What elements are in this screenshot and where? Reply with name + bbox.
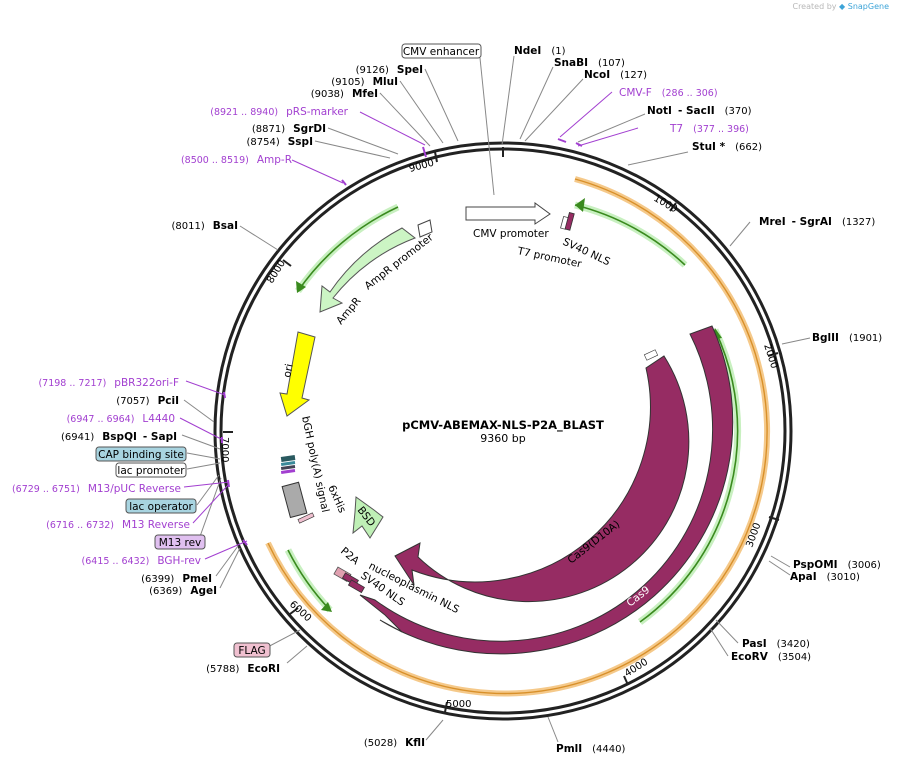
primer-amp-r[interactable]: (8500 .. 8519)Amp-R [181, 154, 292, 166]
ampr-promoter-arrow[interactable] [417, 219, 433, 238]
site-snabi[interactable]: SnaBI(107) [554, 57, 625, 69]
cap-binding-site-box[interactable] [95, 446, 187, 462]
plasmid-length: 9360 bp [480, 432, 525, 445]
nucleoplasmin-box [347, 579, 365, 594]
flag-box[interactable] [233, 642, 271, 658]
primer-bgh-rev[interactable]: (6415 .. 6432)BGH-rev [82, 555, 201, 567]
p2a-label: P2A [338, 545, 362, 568]
site-pmli[interactable]: PmlI(4440) [556, 743, 626, 755]
cmv-promoter-arrow[interactable] [465, 202, 551, 225]
site-spei[interactable]: (9126)SpeI [356, 64, 423, 76]
site-agei[interactable]: (6369)AgeI [149, 585, 217, 597]
lac-operator-mini [280, 465, 296, 470]
bsd-arrow[interactable] [352, 496, 384, 539]
lac-operator-label: lac operator [129, 501, 193, 513]
orf-arc-green-right-line [639, 329, 739, 623]
primer-leaders [179, 91, 639, 560]
site-pasi[interactable]: PasI(3420) [742, 638, 810, 650]
orf-arc-green-top-line [574, 204, 686, 266]
backbone-ticks [223, 147, 780, 713]
site-noti-sacii[interactable]: NotI- SacII(370) [647, 105, 752, 117]
site-bglii[interactable]: BglII(1901) [812, 332, 882, 344]
site-pspomi[interactable]: PspOMI(3006) [793, 559, 881, 571]
orf-arc-green-left-line [297, 206, 399, 292]
cas9-d10a-marker [643, 349, 659, 361]
primer-m13-reverse[interactable]: (6716 .. 6732)M13 Reverse [46, 519, 190, 531]
primer-prs-marker[interactable]: (8921 .. 8940)pRS-marker [210, 106, 348, 118]
primer-marks [221, 138, 583, 546]
ori-arrow[interactable] [279, 331, 316, 417]
cap-binding-mini [280, 461, 296, 466]
flag-mini [297, 512, 315, 524]
site-mlui[interactable]: (9105)MluI [331, 76, 398, 88]
primer-cmv-f[interactable]: CMV-F(286 .. 306) [619, 87, 718, 99]
tick-5000: 5000 [446, 699, 471, 710]
tick-7000: 7000 [219, 437, 230, 462]
site-kfli[interactable]: (5028)KflI [364, 737, 425, 749]
site-ndei[interactable]: NdeI(1) [514, 45, 566, 57]
lac-promoter-label: lac promoter [117, 465, 185, 477]
site-mfei[interactable]: (9038)MfeI [311, 88, 378, 100]
site-bsai[interactable]: (8011)BsaI [171, 220, 238, 232]
his6-box [281, 481, 308, 519]
orf-arrow-green-left [296, 281, 306, 293]
cmv-promoter-label: CMV promoter [473, 228, 549, 240]
tick-9000: 9000 [408, 158, 435, 175]
site-sgrdi[interactable]: (8871)SgrDI [252, 123, 326, 135]
sv40-nls-box-top [564, 212, 575, 231]
site-pcii[interactable]: (7057)PciI [116, 395, 179, 407]
watermark-brand: SnapGene [847, 2, 889, 11]
site-apai[interactable]: ApaI(3010) [790, 571, 860, 583]
primer-m13-puc-reverse[interactable]: (6729 .. 6751)M13/pUC Reverse [12, 483, 181, 495]
m13-rev-box[interactable] [154, 534, 206, 550]
ori-label: ori [281, 363, 296, 379]
primer-t7[interactable]: T7(377 .. 396) [669, 123, 749, 135]
primer-l4440[interactable]: (6947 .. 6964)L4440 [67, 413, 175, 425]
m13-rev-label: M13 rev [159, 537, 202, 549]
leader-lines [181, 55, 811, 743]
tick-2000: 2000 [761, 343, 779, 371]
primer-pbr322ori-f[interactable]: (7198 .. 7217)pBR322ori-F [38, 377, 179, 389]
bgh-polya-label: bGH poly(A) signal [299, 415, 331, 513]
backbone-outer [213, 141, 793, 721]
site-sspi[interactable]: (8754)SspI [246, 136, 313, 148]
site-ecorv[interactable]: EcoRV(3504) [731, 651, 811, 663]
cas9-arrow[interactable] [359, 325, 734, 655]
snapgene-logo-icon: ◆ [839, 2, 846, 11]
watermark-created: Created by [792, 2, 837, 11]
ampr-arrow[interactable] [319, 227, 417, 313]
orf-arrow-green-bottom [321, 602, 332, 612]
site-bspqi-sapi[interactable]: (6941)BspQI- SapI [61, 431, 177, 443]
flag-label: FLAG [238, 645, 265, 657]
ampr-label: AmpR [334, 295, 363, 327]
tick-1000: 1000 [652, 193, 680, 215]
site-pmei[interactable]: (6399)PmeI [141, 573, 212, 585]
watermark: Created by ◆ SnapGene [792, 2, 889, 11]
site-mrei-sgrai[interactable]: MreI- SgrAI(1327) [759, 216, 875, 228]
site-ecori[interactable]: (5788)EcoRI [206, 663, 280, 675]
cas9-d10a-arrow[interactable] [394, 355, 690, 603]
cmv-enhancer-box[interactable] [401, 43, 482, 59]
site-stui[interactable]: StuI *(662) [692, 141, 762, 153]
m13-mini [280, 469, 296, 474]
lac-operator-box[interactable] [125, 498, 197, 514]
site-ncoi[interactable]: NcoI(127) [584, 69, 647, 81]
orf-arrow-green-top [575, 198, 585, 212]
cap-binding-site-label: CAP binding site [98, 449, 184, 461]
lac-promoter-box[interactable] [115, 462, 187, 478]
orf-arc-outer-line [267, 178, 768, 695]
bgh-polya-box [280, 455, 296, 462]
cmv-enhancer-label: CMV enhancer [403, 46, 480, 58]
plasmid-name: pCMV-ABEMAX-NLS-P2A_BLAST [402, 418, 604, 433]
